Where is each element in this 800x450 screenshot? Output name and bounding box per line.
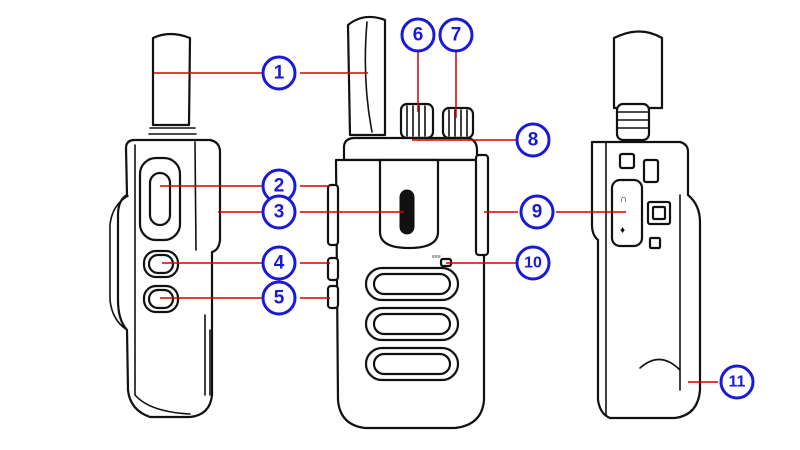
radio-left-side-view [109,32,222,419]
radio-back-view: ≡≡≡ [326,15,490,430]
svg-text:10: 10 [524,255,542,272]
model-label: ≡≡≡ [432,254,441,260]
callout-8: 8 [515,122,551,158]
svg-text:7: 7 [451,25,462,46]
headphone-jack-icon: ∩ [620,194,627,205]
svg-text:11: 11 [729,374,746,391]
callout-10: 10 [515,245,551,281]
callout-6: 6 [400,17,436,53]
svg-text:2: 2 [274,176,285,197]
callout-11: 11 [719,364,755,400]
svg-text:1: 1 [274,63,285,84]
svg-text:5: 5 [274,288,285,309]
svg-text:4: 4 [274,253,285,274]
microphone-jack-icon: ♦ [620,225,625,236]
callout-7: 7 [438,17,474,53]
callout-3: 3 [261,194,297,230]
svg-text:6: 6 [413,25,424,46]
callout-1: 1 [261,55,297,91]
callout-5: 5 [261,280,297,316]
callout-4: 4 [261,245,297,281]
svg-text:9: 9 [532,202,543,223]
leader-lines [154,52,718,383]
callout-9: 9 [519,194,555,230]
svg-text:3: 3 [274,202,285,223]
svg-text:8: 8 [528,130,539,151]
radio-right-side-view: ∩ ♦ [590,30,702,420]
